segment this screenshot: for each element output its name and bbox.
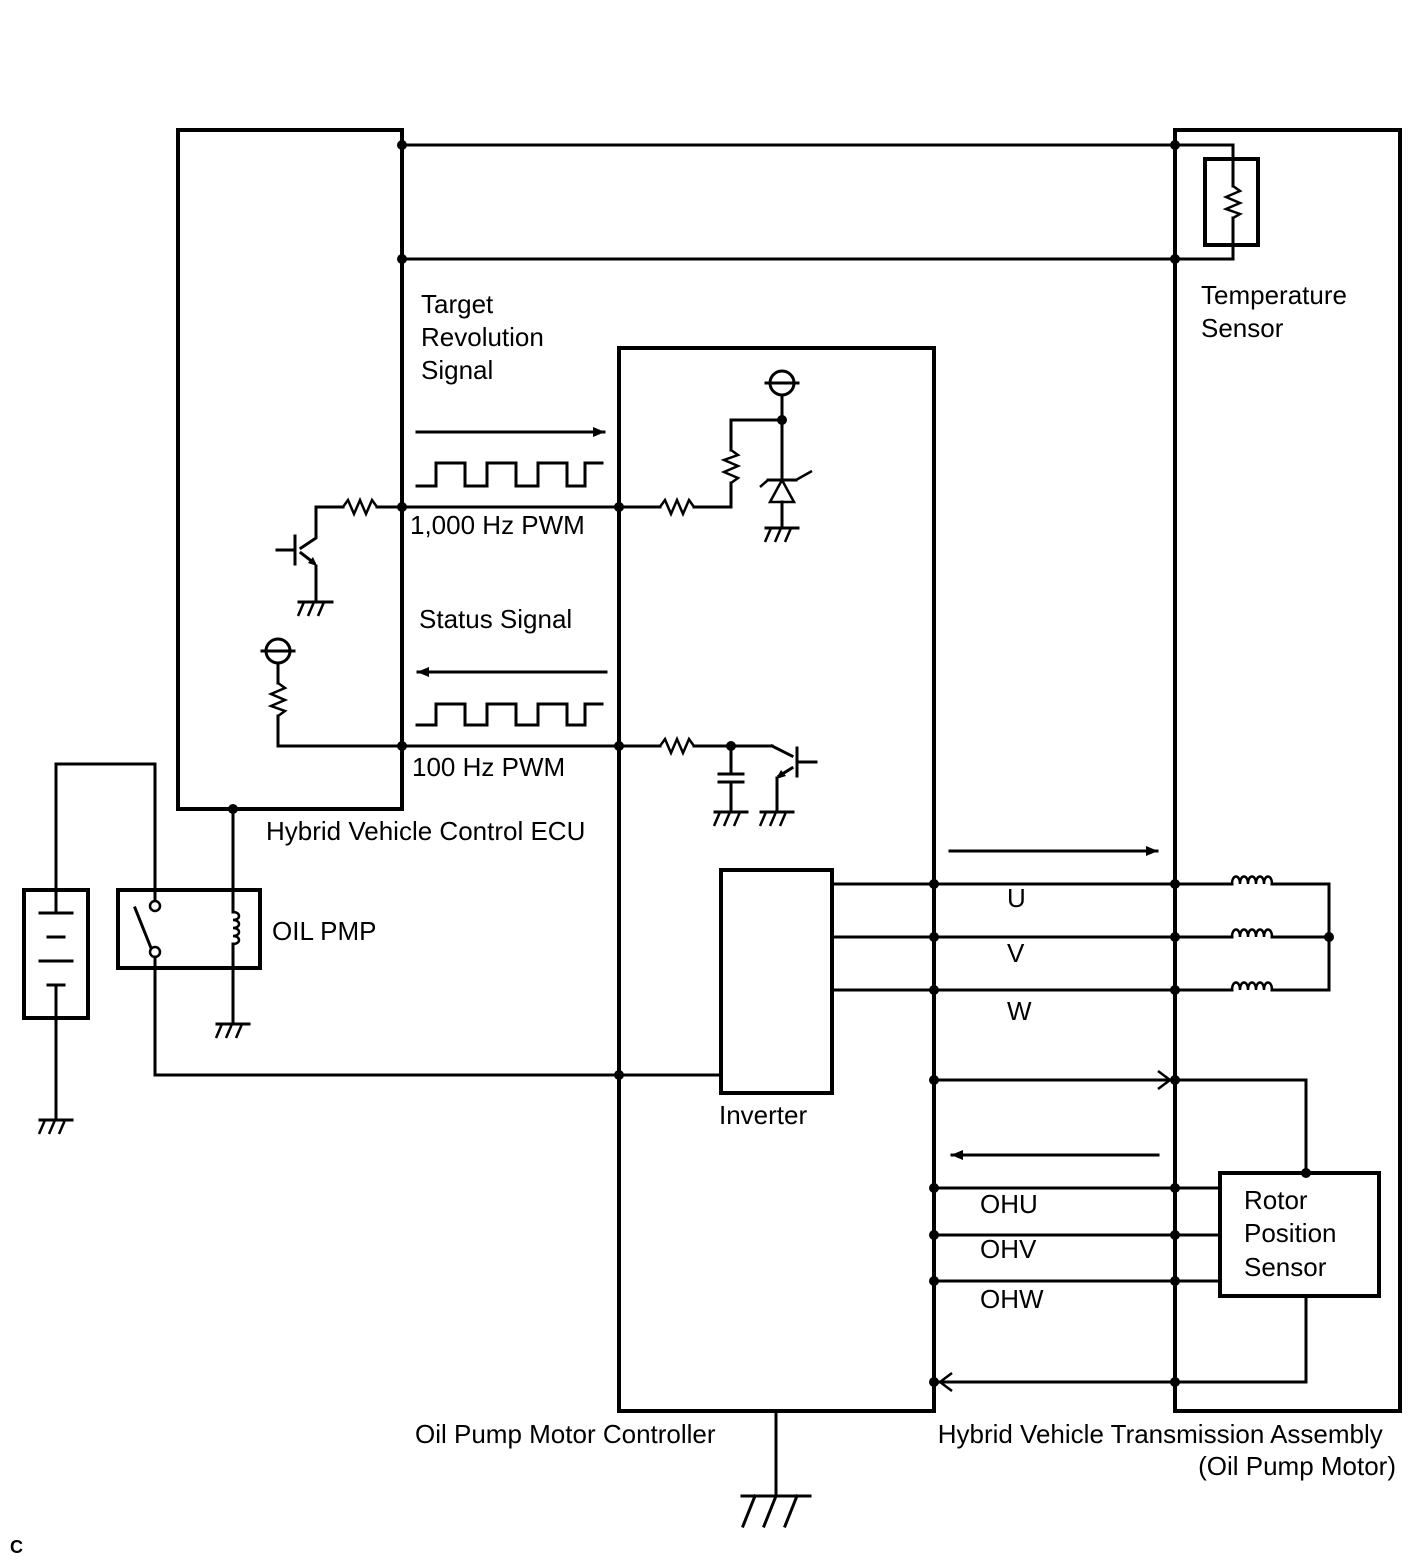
controller-input-circuit — [617, 369, 813, 543]
corner-mark: C — [10, 1537, 23, 1557]
inverter-label: Inverter — [719, 1100, 807, 1130]
battery-icon — [37, 762, 157, 1135]
oil-pump-relay — [133, 804, 723, 1080]
target-revolution-signal-line — [397, 427, 624, 512]
ohw-label: OHW — [980, 1284, 1044, 1314]
transmission-assembly-label: Hybrid Vehicle Transmission Assembly (Oi… — [938, 1419, 1396, 1481]
oil-pump-motor-controller-label: Oil Pump Motor Controller — [415, 1419, 716, 1449]
ecu-pullup-resistor — [260, 637, 296, 748]
rotor-position-sensor-label: Rotor Position Sensor — [1244, 1185, 1344, 1282]
phase-u-label: U — [1007, 883, 1026, 913]
controller-ground-icon — [740, 1409, 812, 1528]
ecu-label: Hybrid Vehicle Control ECU — [266, 816, 585, 846]
phase-v-label: V — [1007, 938, 1025, 968]
oil-pmp-label: OIL PMP — [272, 916, 377, 946]
controller-box — [617, 346, 936, 1413]
ecu-box — [176, 128, 404, 811]
ohu-label: OHU — [980, 1189, 1038, 1219]
motor-phase-lines — [830, 846, 1334, 995]
ecu-output-transistor — [275, 496, 404, 617]
temperature-sensor — [397, 140, 1260, 264]
phase-w-label: W — [1007, 996, 1032, 1026]
ohv-label: OHV — [980, 1234, 1037, 1264]
pwm-100-label: 100 Hz PWM — [412, 752, 565, 782]
status-signal-line — [276, 667, 624, 751]
temperature-sensor-label: Temperature Sensor — [1201, 280, 1354, 343]
inverter-box — [719, 868, 834, 1095]
transmission-box — [1173, 128, 1402, 1413]
controller-output-circuit — [617, 735, 818, 827]
status-signal-label: Status Signal — [419, 604, 572, 634]
pwm-1000-label: 1,000 Hz PWM — [410, 510, 585, 540]
rotor-sensor-lines — [929, 1070, 1311, 1392]
relay-box — [116, 888, 262, 970]
target-revolution-label: Target Revolution Signal — [421, 289, 551, 385]
